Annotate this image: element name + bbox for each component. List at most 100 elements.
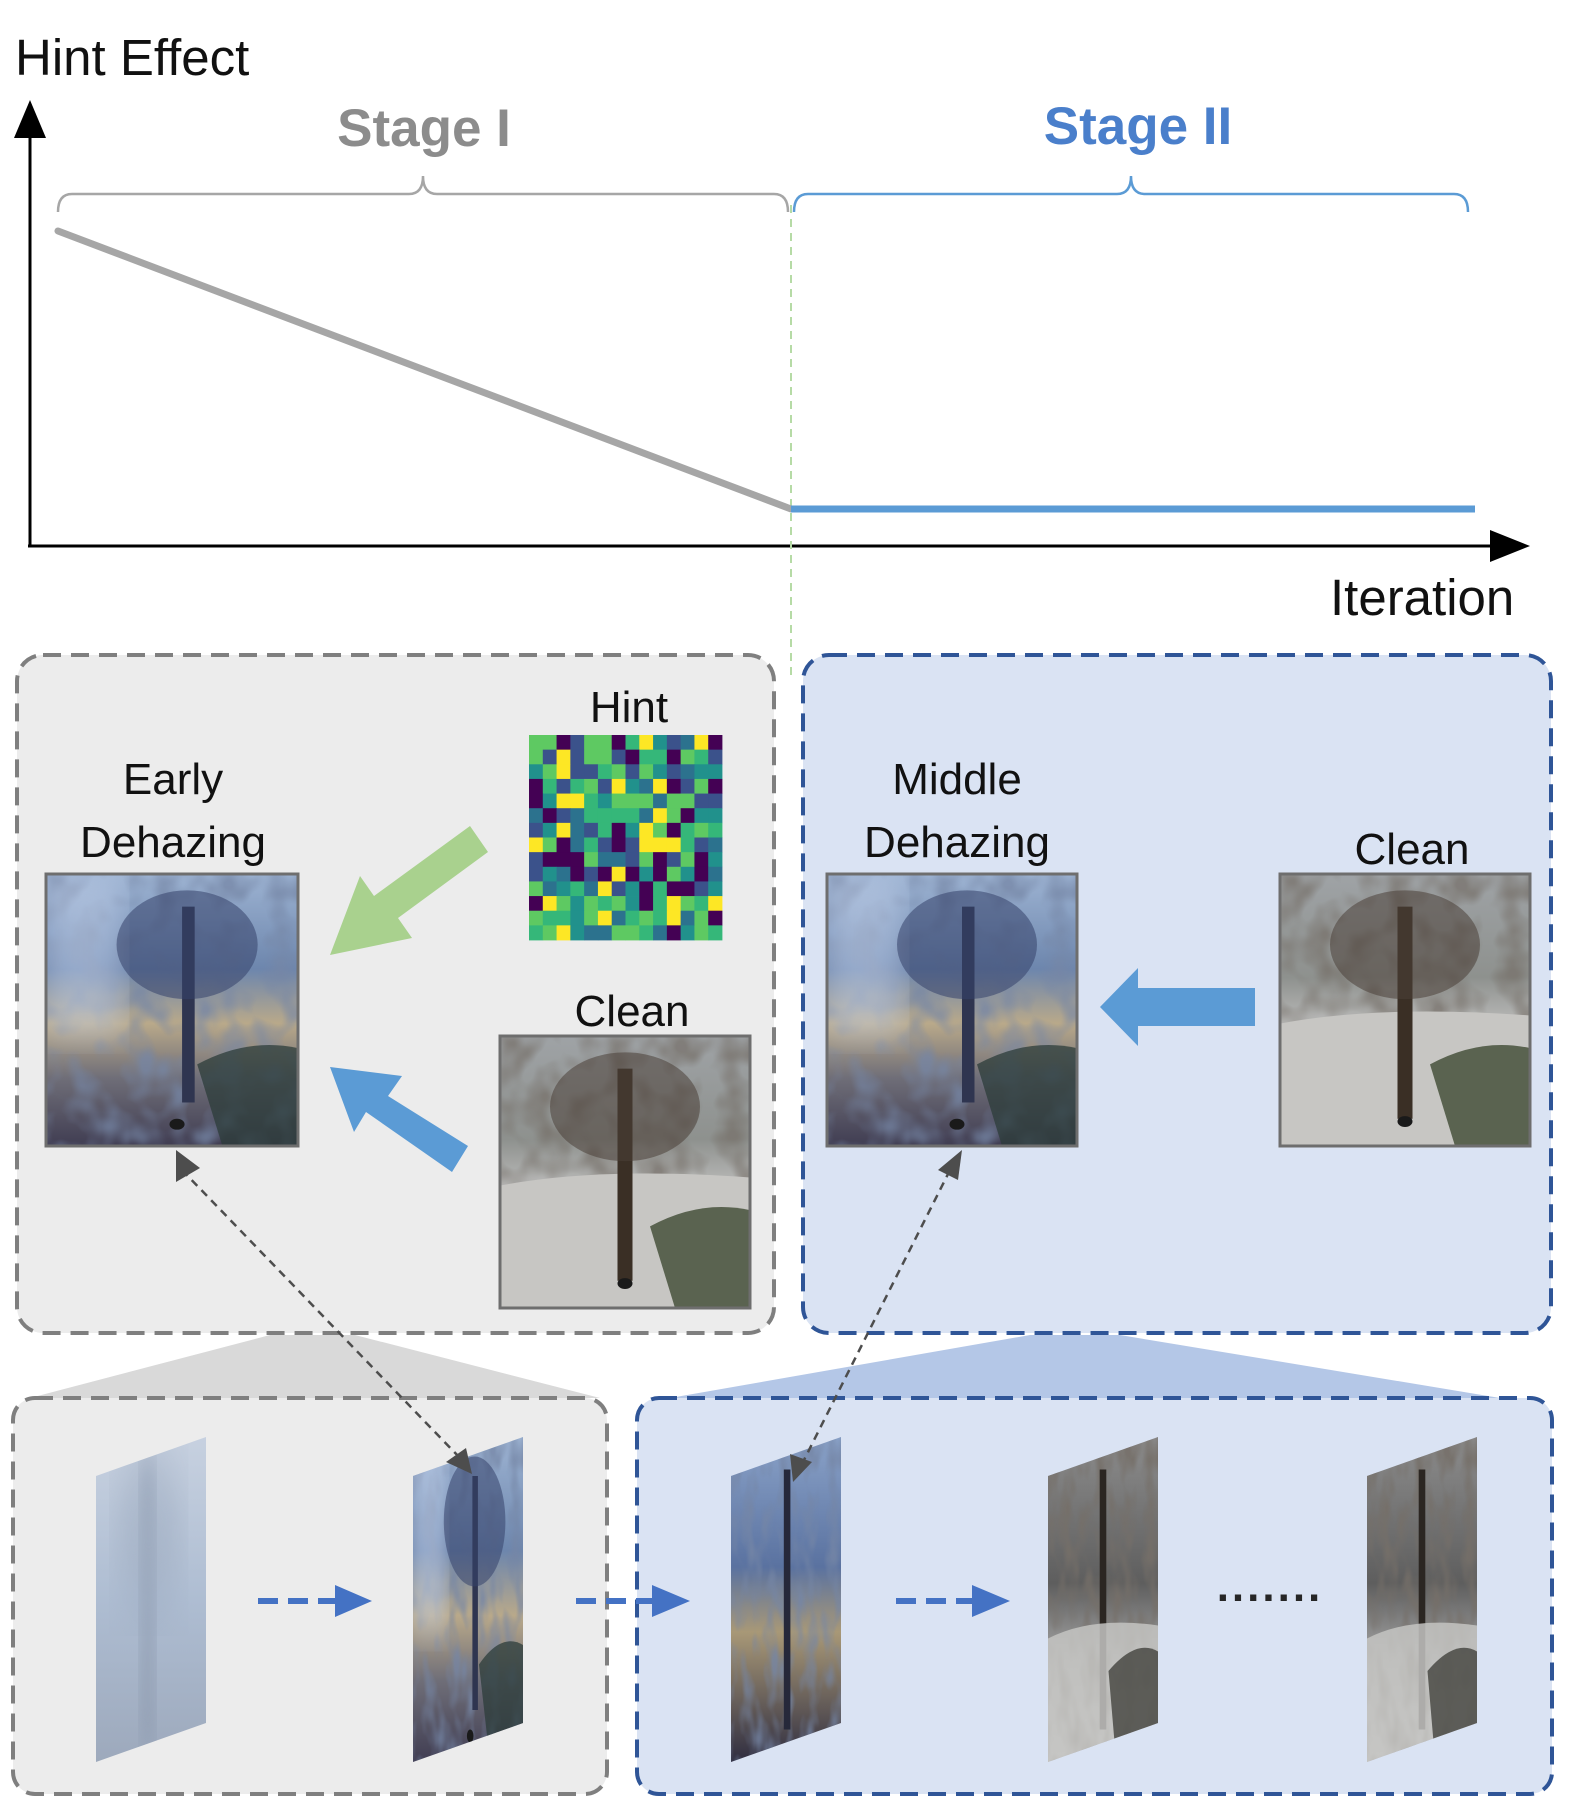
clean-to-early-arrow [330,1067,468,1172]
hint-cell [680,881,695,897]
hint-cell [639,866,654,882]
hint-cell [570,778,585,794]
hint-cell [597,910,613,926]
hint-cell [556,749,571,765]
hint-cell [584,793,599,809]
hint-to-early-arrow [330,826,488,955]
stage2-zoom-connector [670,1335,1500,1398]
hint-cell [542,822,557,838]
hint-cell [597,778,613,794]
hint-cell [542,881,557,897]
hint-cell [529,793,544,809]
hint-cell [680,735,695,751]
hint-cell [625,808,640,824]
iteration-sequence [11,1396,1554,1796]
sequence-ellipsis: ....... [1216,1562,1324,1611]
hint-cell [708,793,723,809]
hint-cell [639,749,654,765]
hint-cell [584,866,599,882]
hint-cell [570,910,585,926]
hint-cell [556,793,571,809]
stage2-panel [801,653,1553,1335]
hint-cell [666,764,682,780]
hint-cell [611,764,626,780]
hint-cell [570,822,585,838]
y-axis-arrowhead [14,100,46,138]
hint-cell [542,910,557,926]
y-axis-label: Hint Effect [15,29,250,86]
hint-cell [611,808,626,824]
hint-cell [611,925,626,941]
hint-cell [556,808,571,824]
early-dehazing-image [44,872,300,1148]
hint-cell [639,822,654,838]
stage1-panel [15,653,776,1335]
hint-cell [570,764,585,780]
hint-cell [694,910,709,926]
hint-cell [653,822,668,838]
hint-cell [542,793,557,809]
hint-cell [570,866,585,882]
hint-cell [611,866,626,882]
hint-cell [584,925,599,941]
hint-cell [666,837,682,853]
hint-cell [542,925,557,941]
hint-cell [597,793,613,809]
hint-cell [680,808,695,824]
hint-cell [556,866,571,882]
hint-cell [584,735,599,751]
hint-cell [708,881,723,897]
final-frame [1367,1437,1477,1762]
hint-cell [694,764,709,780]
hint-cell [611,852,626,868]
hint-cell [529,749,544,765]
hint-cell [680,749,695,765]
hint-cell [666,925,682,941]
middle-frame [731,1437,841,1762]
hint-cell [708,764,723,780]
hint-cell [639,837,654,853]
hint-cell [556,837,571,853]
hint-cell [708,910,723,926]
hint-cell [639,735,654,751]
middle-dehazing-image [825,872,1079,1148]
hint-cell [680,822,695,838]
hint-cell [570,896,585,912]
stage1-hint-line [54,227,795,513]
hint-cell [542,735,557,751]
hint-cell [625,735,640,751]
hint-cell [625,822,640,838]
hint-cell [666,852,682,868]
hint-cell [639,925,654,941]
hint-cell [694,852,709,868]
x-axis-arrowhead [1490,530,1530,562]
flow-arrow-1 [258,1585,372,1617]
hint-cell [666,896,682,912]
stage2-clean-image [1278,872,1532,1148]
hint-cell [639,808,654,824]
hint-cell [639,778,654,794]
hint-cell [597,749,613,765]
hint-cell [708,896,723,912]
hint-cell [529,866,544,882]
hint-cell [694,749,709,765]
late-frame [1048,1437,1158,1762]
hint-cell [625,778,640,794]
hint-cell [708,925,723,941]
hint-cell [680,837,695,853]
hint-cell [694,793,709,809]
hint-cell [666,910,682,926]
hint-cell [708,735,723,751]
hint-cell [529,881,544,897]
early-correspondence-arrow [176,1150,472,1474]
hint-cell [694,881,709,897]
hint-cell [597,808,613,824]
hint-cell [625,910,640,926]
hint-cell [529,910,544,926]
hint-cell [653,749,668,765]
hint-cell [611,822,626,838]
hint-cell [584,808,599,824]
hint-cell [639,896,654,912]
hint-cell [597,822,613,838]
